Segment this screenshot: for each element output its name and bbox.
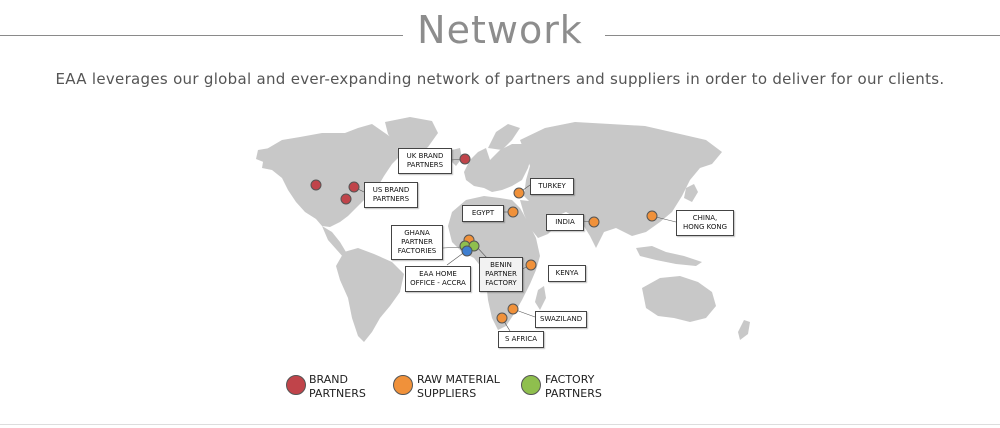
north-america [262, 124, 400, 227]
marker-us-2 [348, 181, 360, 193]
central-america [322, 226, 350, 258]
sea-islands [636, 246, 702, 266]
marker-us-1 [310, 179, 322, 191]
marker-safrica [496, 312, 508, 324]
title-rule-right [605, 35, 1000, 36]
alaska [256, 148, 275, 163]
marker-kenya [525, 259, 537, 271]
madagascar [535, 286, 546, 310]
new-zealand [738, 320, 750, 340]
marker-china [646, 210, 658, 222]
page-title: Network [417, 8, 583, 52]
bottom-divider [0, 424, 1000, 425]
asia [520, 122, 722, 248]
legend-factory-label: FACTORY PARTNERS [545, 373, 602, 400]
label-benin: BENIN PARTNER FACTORY [479, 257, 523, 292]
uk [450, 148, 462, 166]
marker-turkey [513, 187, 525, 199]
label-us: US BRAND PARTNERS [364, 182, 418, 208]
label-home: EAA HOME OFFICE - ACCRA [405, 266, 471, 292]
australia [642, 276, 716, 322]
scandinavia [488, 124, 520, 150]
japan [684, 184, 698, 202]
marker-us-3 [340, 193, 352, 205]
marker-swaziland [507, 303, 519, 315]
label-turkey: TURKEY [530, 178, 574, 195]
marker-india [588, 216, 600, 228]
europe [464, 144, 532, 192]
legend-factory-dot [521, 375, 541, 395]
label-safrica: S AFRICA [498, 331, 544, 348]
legend-brand-dot [286, 375, 306, 395]
legend-raw-label: RAW MATERIAL SUPPLIERS [417, 373, 500, 400]
label-egypt: EGYPT [462, 205, 504, 222]
label-swaziland: SWAZILAND [535, 311, 587, 328]
south-america [336, 248, 404, 342]
page-subtitle: EAA leverages our global and ever-expand… [55, 70, 945, 88]
marker-uk [459, 153, 471, 165]
greenland [385, 117, 438, 157]
title-rule-left [0, 35, 403, 36]
label-india: INDIA [546, 214, 584, 231]
legend-raw-dot [393, 375, 413, 395]
marker-home [461, 245, 473, 257]
legend-brand-label: BRAND PARTNERS [309, 373, 366, 400]
label-ghana: GHANA PARTNER FACTORIES [391, 225, 443, 260]
label-uk: UK BRAND PARTNERS [398, 148, 452, 174]
label-kenya: KENYA [548, 265, 586, 282]
marker-egypt [507, 206, 519, 218]
label-china: CHINA, HONG KONG [676, 210, 734, 236]
